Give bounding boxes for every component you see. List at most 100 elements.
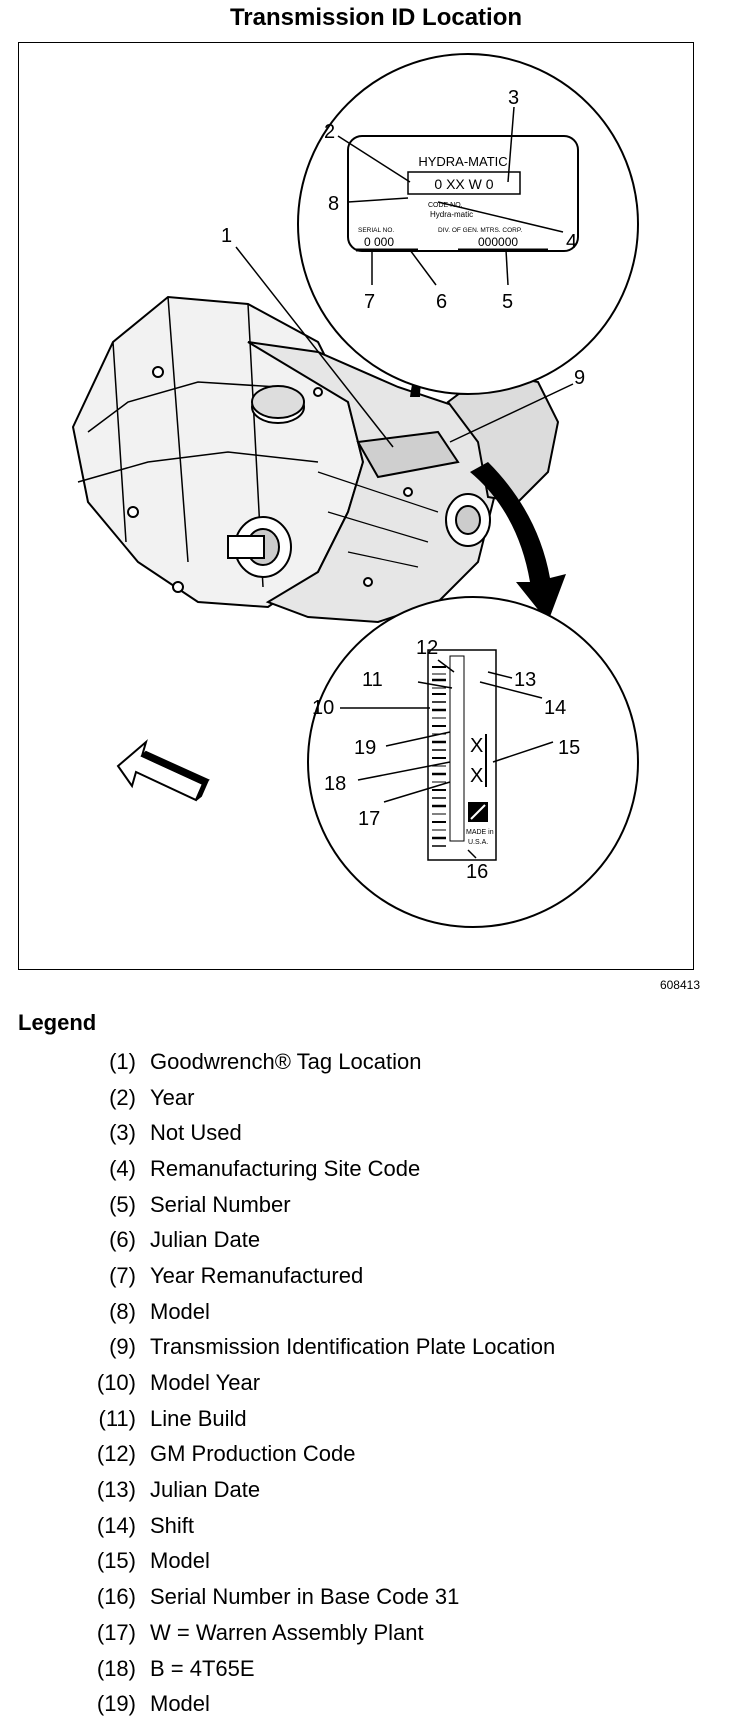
legend-number: (10) [96,1370,136,1396]
legend-number: (13) [96,1477,136,1503]
callout-1: 1 [221,225,232,247]
legend-text: Julian Date [150,1477,261,1503]
callout-17: 17 [358,808,380,830]
barcode [432,666,446,847]
legend-text: Shift [150,1512,195,1538]
tag-div-label: DIV. OF GEN. MTRS. CORP. [438,227,522,234]
legend-text: Model [150,1691,210,1717]
lower-magnifier: X X MADE in U.S.A. 12 11 13 10 14 19 15 … [307,596,639,928]
tag-code-label: CODE NO. [428,202,463,209]
lower-tag-usa: U.S.A. [468,839,488,846]
legend-text: Line Build [150,1405,247,1431]
legend-text: Serial Number in Base Code 31 [150,1584,460,1610]
legend-text: B = 4T65E [150,1655,255,1681]
callout-18: 18 [324,773,346,795]
legend-number: (5) [109,1191,136,1217]
legend-number: (19) [96,1691,136,1717]
legend-item: (11) Line Build [60,1401,740,1437]
legend-text: Julian Date [150,1227,261,1253]
legend-text: GM Production Code [150,1441,356,1467]
legend-item: (3) Not Used [60,1115,740,1151]
legend-text: Model Year [150,1370,261,1396]
legend-list: (1) Goodwrench® Tag Location (2) Year (3) N… [60,1044,740,1722]
lower-tag-x2: X [470,765,483,787]
callout-11: 11 [362,669,383,691]
legend-item: (7) Year Remanufactured [60,1258,740,1294]
legend-text: Not Used [150,1120,242,1146]
figure-id: 608413 [659,978,700,992]
legend-item: (1) Goodwrench® Tag Location [60,1044,740,1080]
legend-number: (3) [109,1120,136,1146]
tag-serial-left: 0 000 [364,235,394,249]
callout-6: 6 [436,291,447,313]
upper-magnifier: HYDRA-MATIC 0 XX W 0 CODE NO. Hydra-mati… [297,53,639,395]
legend-number: (16) [96,1584,136,1610]
callout-5: 5 [502,291,513,313]
diagram-frame [18,42,694,970]
callout-19: 19 [354,737,376,759]
tag-serial-right: 000000 [478,235,518,249]
callout-10: 10 [312,697,334,719]
legend-item: (10) Model Year [60,1365,740,1401]
callout-9: 9 [574,367,585,389]
legend-item: (6) Julian Date [60,1222,740,1258]
callout-2: 2 [324,121,335,143]
page-title: Transmission ID Location [229,4,523,31]
legend-title: Legend [18,1010,97,1035]
legend-number: (15) [96,1548,136,1574]
legend-item: (17) W = Warren Assembly Plant [60,1615,740,1651]
callout-16: 16 [466,861,488,883]
tag-code-line: 0 XX W 0 [434,176,493,192]
tag-division: Hydra-matic [430,210,473,219]
callout-8: 8 [328,193,339,215]
legend-text: Serial Number [150,1191,291,1217]
legend-number: (11) [98,1405,137,1431]
legend-item: (14) Shift [60,1508,740,1544]
legend-number: (4) [109,1155,136,1181]
lower-tag-made-in: MADE in [466,829,494,836]
legend-number: (12) [96,1441,136,1467]
legend-number: (17) [96,1619,136,1645]
down-arrow [470,462,566,622]
legend-item: (12) GM Production Code [60,1437,740,1473]
callout-7: 7 [364,291,375,313]
tag-serial-label: SERIAL NO. [358,227,394,234]
legend-number: (1) [109,1048,136,1074]
legend-number: (8) [109,1298,136,1324]
legend-text: Model [150,1548,210,1574]
tag-brand: HYDRA-MATIC [418,154,507,169]
legend-item: (18) B = 4T65E [60,1651,740,1687]
front-direction-arrow [116,739,210,802]
legend-item: (19) Model [60,1686,740,1722]
legend-text: Remanufacturing Site Code [150,1155,421,1181]
legend-number: (14) [96,1512,136,1538]
legend-text: Transmission Identification Plate Locati… [150,1334,556,1360]
legend-text: Year Remanufactured [150,1262,364,1288]
legend-item: (2) Year [60,1080,740,1116]
lower-tag-x1: X [470,735,483,757]
legend-item: (8) Model [60,1294,740,1330]
legend-text: Goodwrench® Tag Location [150,1048,422,1074]
legend-number: (9) [109,1334,136,1360]
body-leaders [235,246,574,448]
transmission-diagram: HYDRA-MATIC 0 XX W 0 CODE NO. Hydra-mati… [71,53,639,928]
legend-item: (13) Julian Date [60,1472,740,1508]
callout-4: 4 [566,231,577,253]
legend-number: (2) [109,1084,136,1110]
legend-text: Model [150,1298,210,1324]
callout-12: 12 [416,637,438,659]
legend-number: (18) [96,1655,136,1681]
callout-3: 3 [508,87,519,109]
callout-13: 13 [514,669,536,691]
legend-text: W = Warren Assembly Plant [150,1619,424,1645]
legend-item: (9) Transmission Identification Plate Loc… [60,1330,740,1366]
callout-14: 14 [544,697,566,719]
legend-item: (4) Remanufacturing Site Code [60,1151,740,1187]
legend-item: (16) Serial Number in Base Code 31 [60,1579,740,1615]
legend-number: (7) [109,1262,136,1288]
legend-item: (15) Model [60,1544,740,1580]
legend-text: Year [150,1084,195,1110]
callout-15: 15 [558,737,580,759]
legend-item: (5) Serial Number [60,1187,740,1223]
legend-number: (6) [109,1227,136,1253]
